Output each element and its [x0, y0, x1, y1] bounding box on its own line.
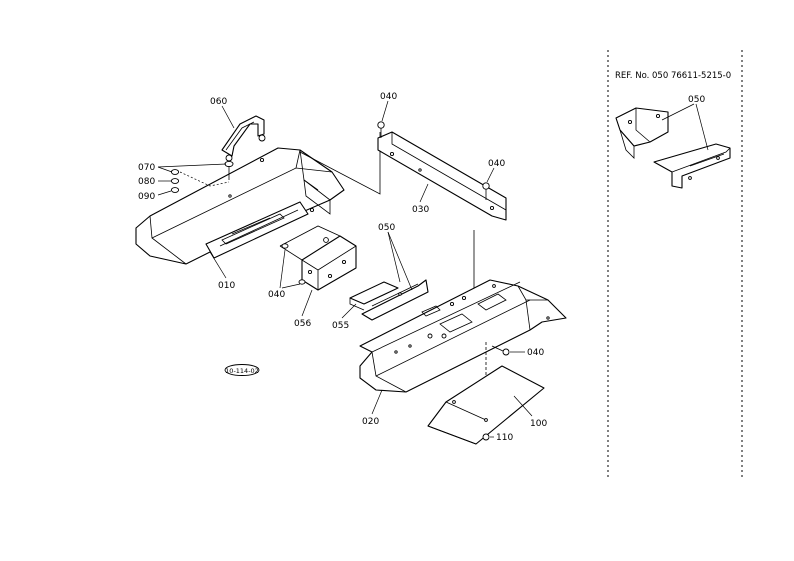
callout-070: 070	[138, 163, 227, 173]
svg-text:055: 055	[332, 321, 349, 331]
svg-text:100: 100	[530, 419, 547, 429]
callout-056: 056	[294, 289, 313, 329]
callout-090: 090	[138, 190, 172, 202]
callout-030: 030	[412, 183, 429, 215]
svg-text:040: 040	[488, 159, 505, 169]
svg-text:040: 040	[268, 290, 285, 300]
svg-text:050: 050	[688, 95, 705, 105]
svg-text:040: 040	[527, 348, 544, 358]
callout-040-top: 040	[380, 92, 397, 122]
callout-100: 100	[513, 395, 547, 429]
svg-text:080: 080	[138, 177, 155, 187]
svg-text:060: 060	[210, 97, 227, 107]
callout-060: 060	[210, 97, 235, 129]
callout-050: 050	[378, 223, 413, 291]
callout-020: 020	[362, 389, 383, 427]
bolt-040-mid	[491, 345, 510, 356]
handle-060	[221, 115, 266, 162]
bolt-040-top	[377, 121, 385, 138]
svg-text:030: 030	[412, 205, 429, 215]
box-bracket-056	[279, 225, 357, 291]
svg-text:020: 020	[362, 417, 379, 427]
svg-text:056: 056	[294, 319, 311, 329]
reference-number: REF. No. 050 76611-5215-0	[615, 71, 731, 81]
svg-text:040: 040	[380, 92, 397, 102]
callout-055: 055	[332, 303, 357, 331]
svg-text:110: 110	[496, 433, 513, 443]
bolts-040-left	[281, 243, 306, 285]
svg-text:050: 050	[378, 223, 395, 233]
callout-040-left: 040	[268, 249, 301, 300]
callout-110: 110	[490, 433, 513, 443]
lower-cover-020	[359, 279, 567, 393]
fastener-stack	[170, 160, 234, 193]
callout-010: 010	[209, 251, 235, 291]
rail-pair-055	[349, 279, 429, 321]
ref-bracket-b	[653, 143, 731, 189]
callout-040-mid: 040	[510, 348, 544, 358]
ref-bracket-a	[615, 107, 669, 159]
svg-text:010: 010	[218, 281, 235, 291]
drawing-code-stamp: 10-114-02	[224, 364, 260, 376]
svg-text:10-114-02: 10-114-02	[225, 367, 259, 375]
bottom-plate-100	[427, 365, 545, 445]
bolt-110	[482, 433, 490, 441]
callout-040-right: 040	[486, 159, 505, 183]
svg-text:070: 070	[138, 163, 155, 173]
callout-080: 080	[138, 177, 171, 187]
callout-050-ref: 050	[661, 95, 709, 151]
svg-text:090: 090	[138, 192, 155, 202]
bolt-040-right	[482, 182, 490, 200]
bar-030	[377, 131, 507, 221]
upper-cover-010	[135, 147, 345, 265]
